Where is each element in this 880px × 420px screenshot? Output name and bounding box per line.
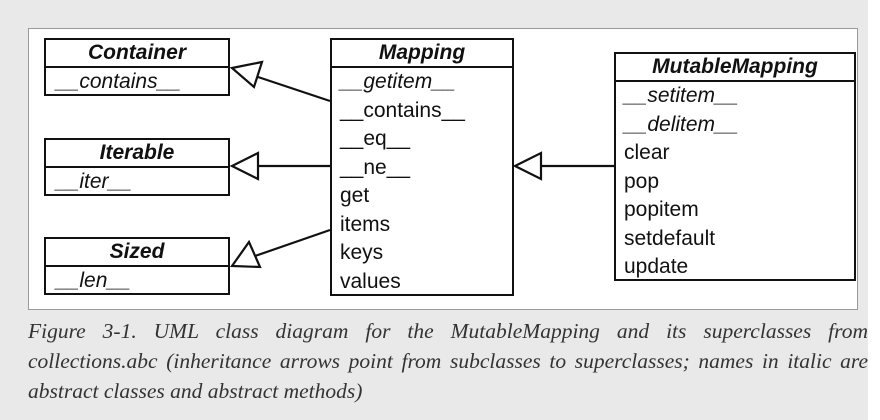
method-getitem: __getitem__ — [340, 70, 456, 93]
class-name-mutable-mapping: MutableMapping — [616, 54, 854, 82]
arrow-mapping-to-container — [254, 74, 331, 103]
class-iterable: Iterable __iter__ — [44, 138, 230, 196]
method-ne: __ne__ — [340, 155, 411, 179]
method-contains: __contains__ — [340, 98, 465, 122]
arrow-mapping-to-sized — [254, 228, 331, 258]
class-mutable-mapping: MutableMapping __setitem__ __delitem__ c… — [614, 52, 856, 281]
method-get: get — [340, 184, 370, 207]
method-contains: __contains__ — [56, 70, 181, 93]
class-name-iterable: Iterable — [46, 140, 228, 168]
class-name-sized: Sized — [46, 239, 228, 267]
arrowhead-sized — [229, 239, 262, 269]
method-clear: clear — [624, 141, 670, 164]
method-keys: keys — [340, 241, 384, 264]
method-iter: __iter__ — [56, 170, 132, 193]
method-setdefault: setdefault — [624, 226, 716, 250]
method-popitem: popitem — [624, 198, 699, 221]
method-values: values — [340, 269, 401, 293]
arrowhead-container — [229, 60, 264, 89]
method-pop: pop — [624, 169, 660, 193]
method-len: __len__ — [56, 269, 131, 292]
page-edge — [868, 0, 880, 420]
class-mapping: Mapping __getitem__ __contains__ __eq__ … — [330, 38, 514, 296]
method-eq: __eq__ — [340, 127, 411, 150]
arrowhead-mapping — [512, 151, 543, 181]
method-update: update — [624, 255, 689, 278]
class-sized: Sized __len__ — [44, 237, 230, 295]
arrowhead-iterable — [229, 151, 260, 181]
class-name-container: Container — [46, 40, 228, 68]
method-items: items — [340, 212, 391, 236]
class-container: Container __contains__ — [44, 38, 230, 96]
class-name-mapping: Mapping — [332, 40, 512, 68]
figure-caption: Figure 3-1. UML class diagram for the Mu… — [28, 319, 868, 403]
method-delitem: __delitem__ — [624, 112, 739, 136]
method-setitem: __setitem__ — [624, 84, 739, 107]
